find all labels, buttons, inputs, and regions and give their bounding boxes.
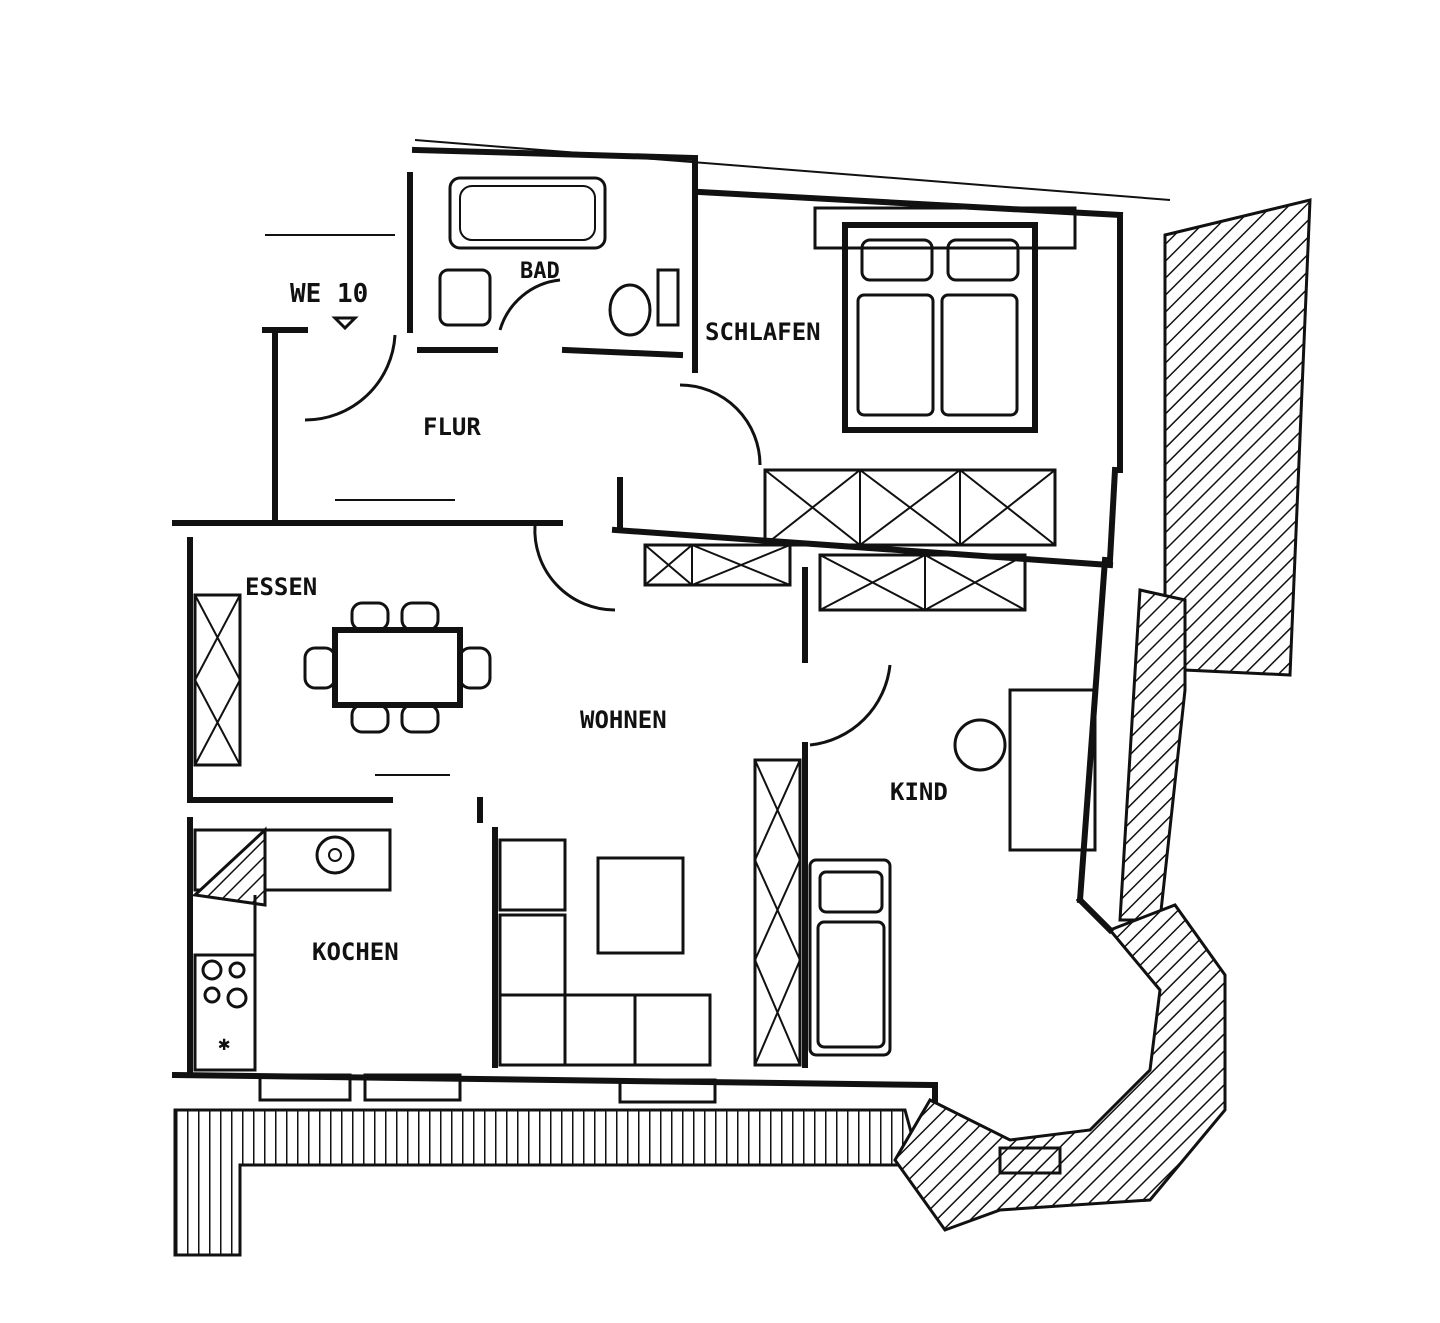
- room-label-flur: FLUR: [423, 413, 481, 441]
- room-label-essen: ESSEN: [245, 573, 317, 601]
- room-label-kind: KIND: [890, 778, 948, 806]
- labels: WE 10 BAD SCHLAFEN FLUR ESSEN WOHNEN KIN…: [245, 259, 948, 966]
- windows: [258, 316, 1062, 1175]
- wardrobes: [193, 468, 1057, 1067]
- unit-label: WE 10: [290, 279, 368, 309]
- dining-table: [303, 601, 492, 734]
- bedroom-furniture: [813, 206, 1077, 433]
- roof-hatching: [173, 198, 1312, 1257]
- room-label-bad: BAD: [520, 259, 560, 284]
- door-swings: [304, 278, 892, 747]
- kinderzimmer-furniture: [808, 688, 1097, 1057]
- svg-text:✱: ✱: [218, 1031, 230, 1055]
- room-label-kochen: KOCHEN: [312, 938, 399, 966]
- room-label-wohnen: WOHNEN: [580, 706, 667, 734]
- sofa-set: [498, 838, 712, 1067]
- kitchen-fixtures: ✱: [191, 826, 392, 1072]
- room-label-schlafen: SCHLAFEN: [705, 318, 821, 346]
- bathroom-fixtures: [438, 176, 680, 337]
- walls: [171, 139, 1171, 1103]
